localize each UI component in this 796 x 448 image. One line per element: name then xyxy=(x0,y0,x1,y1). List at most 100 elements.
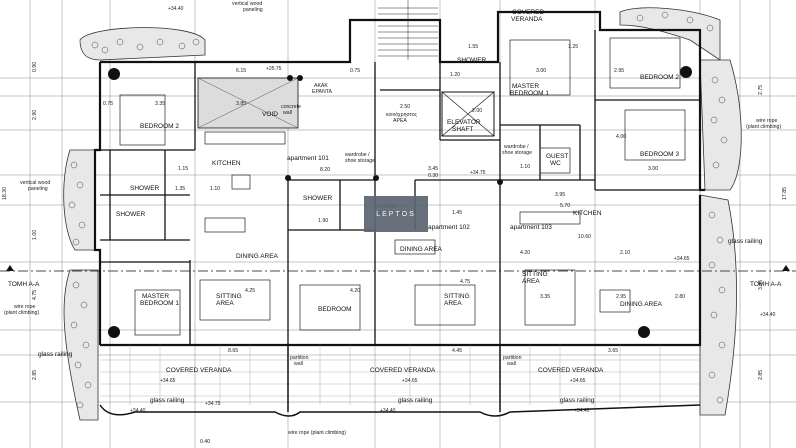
dimension-labels: 6.15 0.75 3.35 3.85 0.75 1.20 2.50 2.00 … xyxy=(2,44,788,445)
svg-text:2.90: 2.90 xyxy=(32,110,38,120)
svg-text:2.75: 2.75 xyxy=(758,85,764,95)
staircase xyxy=(378,0,438,60)
label-bedroom-mid: BEDROOM xyxy=(318,306,352,313)
svg-text:1.45: 1.45 xyxy=(452,210,462,216)
section-arrow-left xyxy=(6,265,14,271)
svg-text:0.30: 0.30 xyxy=(428,173,438,179)
svg-text:2.10: 2.10 xyxy=(620,250,630,256)
svg-text:1.90: 1.90 xyxy=(318,218,328,224)
svg-text:1.20: 1.20 xyxy=(450,72,460,78)
label-shower-mid: SHOWER xyxy=(303,195,333,202)
svg-text:2.50: 2.50 xyxy=(400,104,410,110)
note-glass-railing-right: glass railing xyxy=(728,238,763,245)
note-glass-railing-left: glass railing xyxy=(38,351,73,358)
label-void: VOID xyxy=(262,111,278,118)
svg-text:1.10: 1.10 xyxy=(520,164,530,170)
label-shower-left2: SHOWER xyxy=(116,211,146,218)
svg-text:1.10: 1.10 xyxy=(210,186,220,192)
svg-text:3.00: 3.00 xyxy=(536,68,546,74)
svg-text:+34.40: +34.40 xyxy=(760,312,776,318)
watermark-logo: LEPTOS xyxy=(364,196,428,232)
note-wardrobe-1: wardrobe /shoe storage xyxy=(345,152,375,164)
planters xyxy=(63,7,742,421)
svg-text:4.00: 4.00 xyxy=(616,134,626,140)
svg-text:0.75: 0.75 xyxy=(350,68,360,74)
note-section-right: TOMH A-A xyxy=(750,281,782,288)
svg-text:1.00: 1.00 xyxy=(32,230,38,240)
label-bedroom2-left: BEDROOM 2 xyxy=(140,123,179,130)
svg-text:+34.65: +34.65 xyxy=(402,378,418,384)
label-bedroom2-right: BEDROOM 2 xyxy=(640,74,679,81)
svg-text:2.85: 2.85 xyxy=(32,370,38,380)
svg-text:3.00: 3.00 xyxy=(648,166,658,172)
svg-text:0.90: 0.90 xyxy=(32,62,38,72)
svg-text:3.85: 3.85 xyxy=(236,101,246,107)
svg-text:3.35: 3.35 xyxy=(540,294,550,300)
furniture xyxy=(119,37,686,336)
svg-text:4.45: 4.45 xyxy=(452,348,462,354)
svg-text:0.75: 0.75 xyxy=(103,101,113,107)
note-wire-rope-bottom: wire rope (plant climbing) xyxy=(288,430,346,436)
svg-text:1.55: 1.55 xyxy=(468,44,478,50)
svg-text:+34.40: +34.40 xyxy=(380,408,396,414)
note-glass-railing-b1: glass railing xyxy=(150,397,185,404)
veranda-outline xyxy=(99,404,701,417)
note-wire-rope-left: wire rope(plant climbing) xyxy=(4,304,39,316)
svg-text:+34.65: +34.65 xyxy=(160,378,176,384)
label-kitchen-right: KITCHEN xyxy=(573,210,602,217)
svg-text:1.15: 1.15 xyxy=(178,166,188,172)
label-bedroom3-right: BEDROOM 3 xyxy=(640,151,679,158)
svg-text:+34.65: +34.65 xyxy=(674,256,690,262)
svg-text:4.75: 4.75 xyxy=(460,279,470,285)
svg-text:3.95: 3.95 xyxy=(555,192,565,198)
elevator-shaft xyxy=(441,91,495,137)
label-apartment-103: apartment 103 xyxy=(510,224,552,231)
svg-text:+34.40: +34.40 xyxy=(130,408,146,414)
svg-text:+34.40: +34.40 xyxy=(574,408,590,414)
svg-text:8.20: 8.20 xyxy=(320,167,330,173)
svg-text:3.45: 3.45 xyxy=(428,166,438,172)
label-apartment-102: apartment 102 xyxy=(428,224,470,231)
svg-text:2.95: 2.95 xyxy=(616,294,626,300)
label-shower-left: SHOWER xyxy=(130,185,160,192)
note-wire-rope-right: wire rope(plant climbing) xyxy=(746,118,781,130)
svg-text:+35.75: +35.75 xyxy=(266,66,282,72)
svg-text:2.00: 2.00 xyxy=(472,108,482,114)
structural-columns xyxy=(108,66,692,338)
svg-text:5.70: 5.70 xyxy=(560,203,570,209)
label-apartment-101: apartment 101 xyxy=(287,155,329,162)
svg-text:+34.40: +34.40 xyxy=(168,6,184,12)
svg-text:4.20: 4.20 xyxy=(350,288,360,294)
svg-text:1.25: 1.25 xyxy=(568,44,578,50)
label-covered-veranda-3: COVERED VERANDA xyxy=(538,367,604,374)
note-glass-railing-b2: glass railing xyxy=(398,397,433,404)
svg-text:3.35: 3.35 xyxy=(155,101,165,107)
svg-text:3.45: 3.45 xyxy=(758,280,764,290)
label-dining-left: DINING AREA xyxy=(236,253,279,260)
planter-foliage xyxy=(68,11,728,409)
svg-text:+34.75: +34.75 xyxy=(470,170,486,176)
svg-text:+34.65: +34.65 xyxy=(570,378,586,384)
section-arrow-right xyxy=(782,265,790,271)
svg-text:8.65: 8.65 xyxy=(228,348,238,354)
note-glass-railing-b3: glass railing xyxy=(560,397,595,404)
svg-text:4.20: 4.20 xyxy=(520,250,530,256)
watermark-text: LEPTOS xyxy=(376,210,416,218)
label-dining-mid: DINING AREA xyxy=(400,246,443,253)
svg-text:2.95: 2.95 xyxy=(614,68,624,74)
svg-text:2.80: 2.80 xyxy=(675,294,685,300)
